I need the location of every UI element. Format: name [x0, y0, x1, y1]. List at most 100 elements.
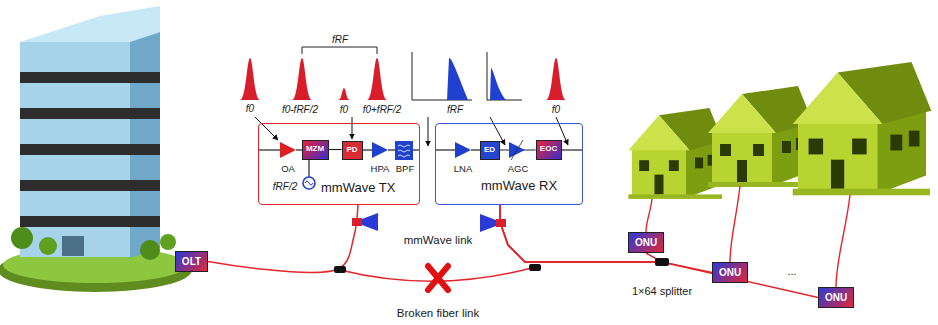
spectrum-plots [447, 58, 468, 100]
spectrum-plots [240, 58, 260, 100]
office-building [20, 72, 160, 83]
drop-fiber [646, 199, 652, 232]
frequency-label: f0 [552, 104, 560, 115]
signal-chain [363, 149, 372, 150]
antennas [352, 213, 506, 232]
device-box: MZM [302, 140, 329, 160]
amplifier-symbols [455, 142, 471, 158]
bandpass-filter [398, 145, 410, 157]
device-box: ONU [628, 232, 664, 253]
spectrum-plots [490, 68, 506, 100]
frequency-label: fRF [447, 104, 463, 115]
part-label: Broken fiber link [397, 307, 479, 320]
office-building [39, 237, 57, 255]
office-building [20, 216, 160, 227]
houses [708, 86, 813, 187]
part-label: LNA [454, 164, 472, 174]
signal-chain [413, 149, 420, 150]
antennas [352, 218, 362, 226]
part-label: AGC [508, 164, 529, 174]
part-label: HPA [371, 164, 390, 174]
broken-fiber [428, 266, 448, 290]
houses [628, 62, 931, 199]
office-building [20, 180, 160, 191]
frequency-label: f0-fRF/2 [282, 104, 318, 115]
amplifier-symbols [280, 142, 296, 158]
signal-chain [258, 149, 280, 150]
frequency-label: f0 [246, 103, 254, 114]
device-label: MZM [306, 145, 324, 154]
signal-wire [329, 149, 342, 150]
spectrum-plots [240, 47, 566, 100]
drop-fiber [730, 186, 740, 262]
frequency-label: fRF [332, 34, 348, 45]
frequency-label: f0+fRF/2 [363, 104, 402, 115]
antennas [362, 213, 378, 231]
device-box: PD [342, 141, 363, 160]
fiber-connectors [334, 258, 669, 273]
antennas [496, 219, 506, 227]
part-label: 1×64 splitter [632, 285, 692, 297]
houses [793, 62, 932, 195]
office-building [0, 6, 192, 292]
device-label: ONU [635, 237, 657, 248]
fiber-connectors [334, 266, 346, 273]
spectrum-plots [487, 52, 522, 100]
amplifier-symbols [280, 140, 525, 160]
office-building [20, 108, 160, 119]
signal-chain [388, 149, 395, 150]
fiber-link [500, 205, 818, 298]
device-label: ED [484, 146, 495, 155]
office-building [20, 144, 160, 155]
device-label: ONU [719, 267, 741, 278]
office-building [160, 234, 176, 250]
drop-fiber [836, 195, 850, 287]
spectrum-plots [292, 58, 312, 100]
subsystem-title: mmWave TX [321, 181, 395, 195]
signal-chain [562, 149, 583, 150]
signal-chain [308, 160, 309, 177]
oscillator-symbol [303, 177, 315, 189]
device-box: EOC [536, 140, 562, 160]
office-building [62, 236, 84, 256]
fiber-link [208, 205, 358, 272]
part-label: OA [281, 164, 295, 174]
device-box: ED [480, 141, 500, 160]
part-label: BPF [396, 164, 414, 174]
device-label: ONU [825, 292, 847, 303]
amplifier-symbols [511, 140, 523, 160]
broken-fiber [340, 266, 535, 290]
signal-arrows [428, 117, 429, 146]
part-label: mmWave link [404, 234, 473, 247]
antennas [480, 214, 496, 232]
spectrum-plots [302, 47, 377, 54]
office-building [140, 240, 160, 260]
fiber-connectors [529, 264, 541, 271]
signal-arrows [352, 117, 353, 139]
oscillator-symbol [305, 181, 313, 185]
spectrum-plots [367, 58, 387, 100]
device-box: OLT [175, 251, 208, 272]
subsystem-title: mmWave RX [481, 179, 557, 193]
spectrum-plots [412, 52, 472, 100]
spectrum-plots [546, 58, 566, 100]
device-box: ONU [818, 287, 854, 308]
amplifier-symbols [372, 142, 388, 158]
frequency-label: fRF/2 [273, 181, 297, 192]
fiber-connectors [655, 258, 669, 266]
drop-fiber [646, 186, 850, 287]
oscillator-symbol [303, 177, 315, 189]
device-box: ONU [712, 262, 748, 283]
part-label: ... [787, 265, 796, 277]
bandpass-filter [395, 141, 413, 160]
device-label: EOC [540, 145, 557, 154]
bandpass-filter [395, 141, 413, 160]
office-building [11, 227, 33, 249]
signal-chain [435, 149, 455, 150]
device-label: PD [346, 146, 357, 155]
office-building [20, 6, 160, 42]
device-label: OLT [182, 256, 201, 267]
spectrum-plots [338, 88, 350, 100]
